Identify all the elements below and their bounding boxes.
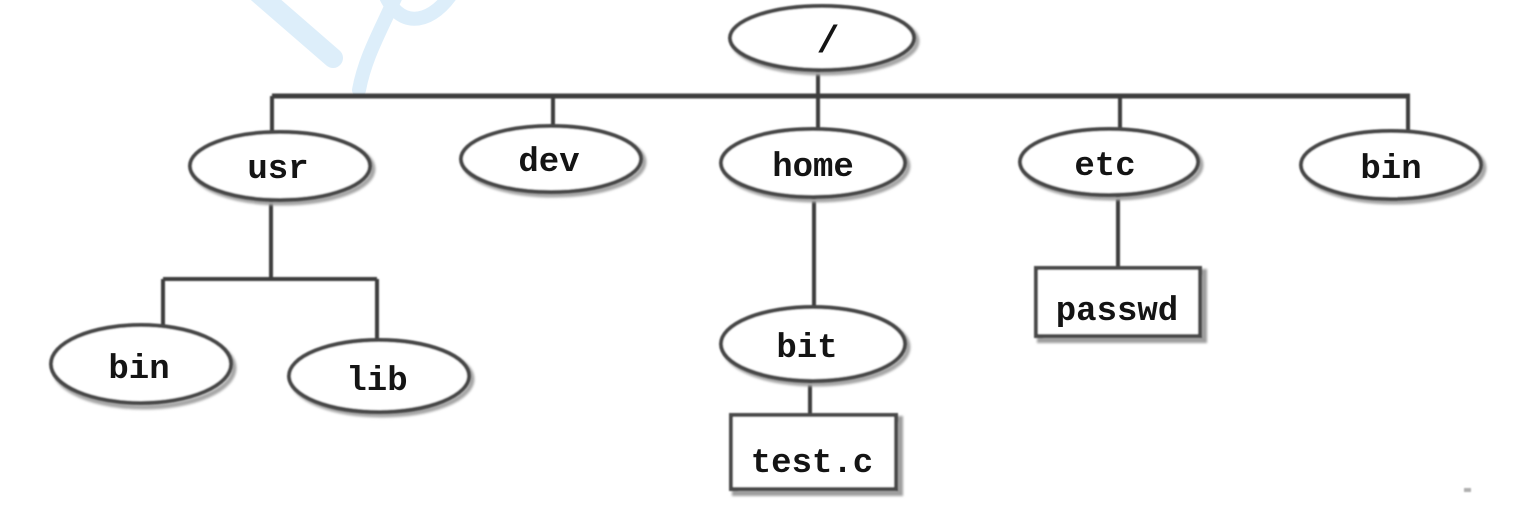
root-ellipse [728,4,916,72]
node-bin: bin [1299,129,1487,205]
bin-ellipse [1299,129,1483,201]
node-etc: etc [1018,127,1204,201]
bit-ellipse [719,305,907,383]
etc-label: etc [1074,148,1135,186]
passwd-rect [1034,266,1202,338]
node-dev: dev [459,124,647,198]
watermark [250,0,456,97]
dev-label: dev [518,144,579,182]
bin-label: bin [1360,151,1421,189]
file-nodes: passwd test.c [729,266,1207,496]
node-usr: usr [188,130,376,206]
usr-ellipse [188,130,372,202]
node-home: home [719,127,911,203]
usr-label: usr [247,151,308,189]
usr-bin-ellipse [49,323,233,405]
etc-ellipse [1018,127,1200,197]
node-usr-bin: bin [49,323,237,410]
tree-nodes: / usr dev home etc [49,4,1487,418]
scan-artifact-speck [1464,488,1471,492]
watermark-stroke-right [352,0,402,97]
node-passwd: passwd [1034,266,1207,343]
node-testc: test.c [729,413,903,496]
usr-lib-label: lib [346,363,407,401]
passwd-label: passwd [1056,293,1178,331]
usr-bin-label: bin [108,351,169,389]
tree-edges [161,66,1410,418]
home-label: home [772,149,854,187]
home-ellipse [719,127,907,199]
usr-lib-ellipse [287,338,471,414]
testc-rect [729,413,898,491]
root-label: / [817,21,840,64]
testc-label: test.c [751,445,873,483]
node-usr-lib: lib [287,338,475,418]
dev-ellipse [459,124,643,194]
bit-label: bit [776,330,837,368]
node-bit: bit [719,305,911,387]
watermark-stroke-curve [380,0,456,26]
watermark-stroke-left [250,0,343,68]
node-root: / [728,4,920,76]
